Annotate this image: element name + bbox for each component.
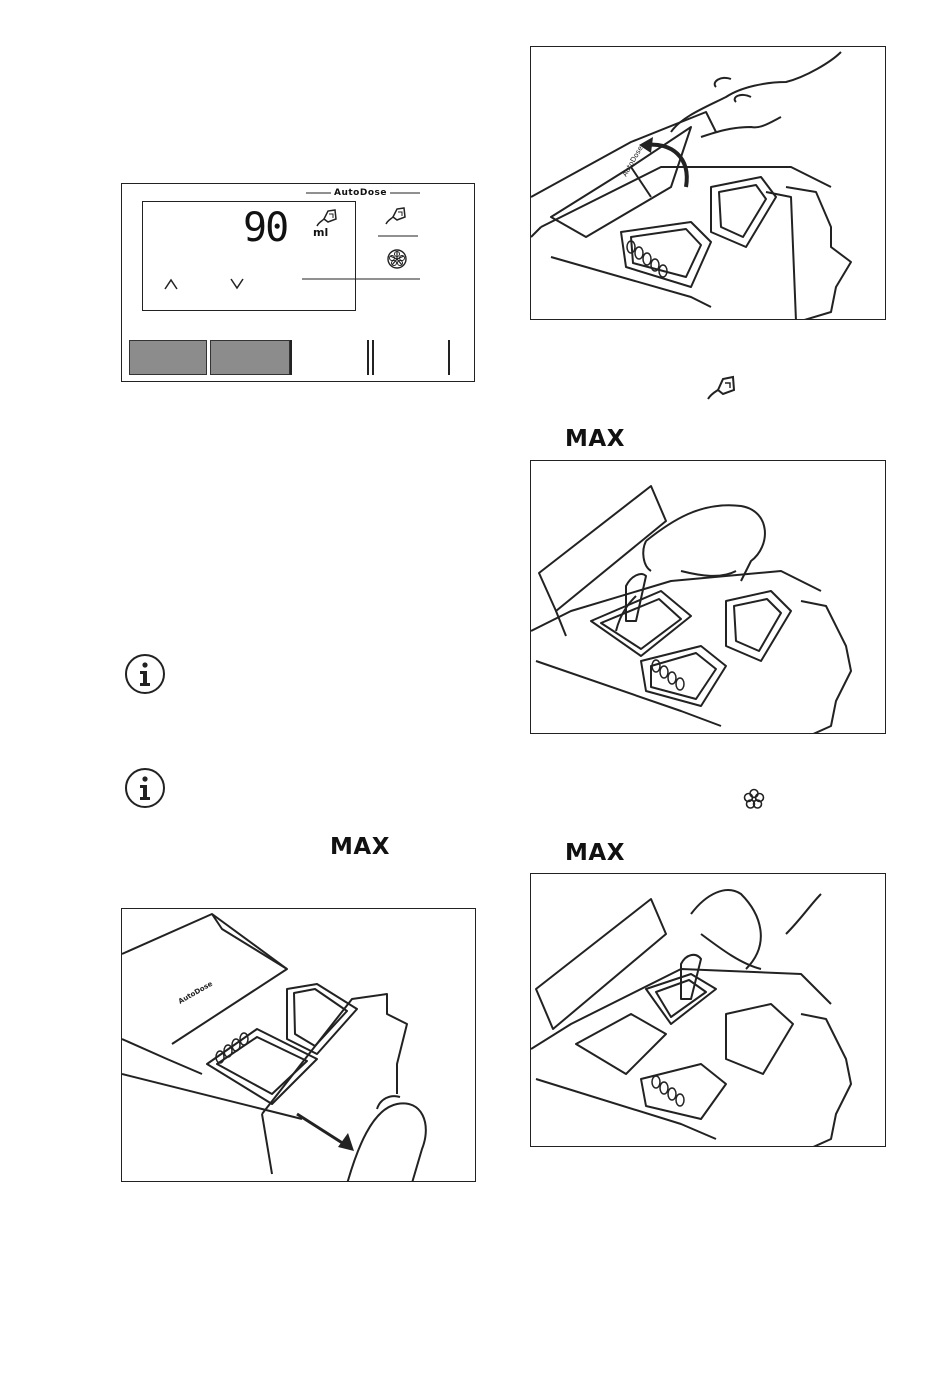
control-panel-illustration: 90 ml — [121, 183, 475, 382]
panel-divider — [372, 340, 374, 375]
softener-icon — [741, 786, 767, 812]
fill-detergent-illustration — [530, 460, 886, 734]
fill-softener-illustration — [530, 873, 886, 1147]
autodose-label: AutoDose — [331, 188, 390, 198]
max-label: MAX — [565, 840, 625, 866]
info-icon — [124, 767, 166, 809]
max-label: MAX — [330, 834, 390, 860]
info-icon — [124, 653, 166, 695]
panel-divider — [290, 340, 292, 375]
panel-button-2[interactable] — [210, 340, 290, 375]
open-lid-illustration: AutoDose — [530, 46, 886, 320]
max-label: MAX — [565, 426, 625, 452]
remove-drawer-illustration: AutoDose — [121, 908, 476, 1182]
drawer-label: AutoDose — [177, 980, 214, 1006]
panel-button-1[interactable] — [129, 340, 207, 375]
detergent-icon — [706, 373, 738, 401]
panel-divider — [367, 340, 369, 375]
panel-divider — [448, 340, 450, 375]
